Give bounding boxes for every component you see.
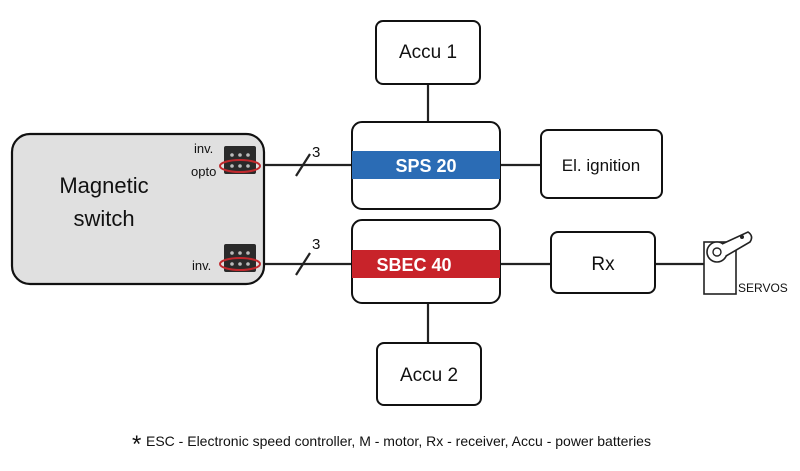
footnote-star: * [132,431,141,458]
accu1-node: Accu 1 [375,20,481,85]
pin-header-top-icon [219,146,261,174]
ignition-label: El. ignition [562,156,640,175]
ignition-node: El. ignition [540,129,663,199]
sps20-node: SPS 20 [351,121,501,210]
accu2-node: Accu 2 [376,342,482,406]
switch-label-line2: switch [73,206,134,231]
accu2-label: Accu 2 [400,365,458,386]
connector-bottom-inv-label: inv. [192,258,211,273]
pin-header-bottom-icon [219,244,261,272]
sbec40-band [352,250,500,278]
wires [258,84,704,343]
bus-slash-bottom [295,252,311,276]
rx-node: Rx [550,231,656,294]
servo-icon [703,231,753,295]
sps20-label: SPS 20 [395,156,456,176]
switch-label-line1: Magnetic [59,173,148,198]
wire-count-bottom: 3 [312,236,320,253]
sbec40-node: SBEC 40 [351,219,501,304]
servos-label: SERVOS [738,281,788,295]
connector-top-opto-label: opto [191,164,216,179]
footnote: * ESC - Electronic speed controller, M -… [132,431,651,458]
footnote-text: ESC - Electronic speed controller, M - m… [146,433,651,449]
sps20-band [352,151,500,179]
magnetic-switch-node: Magnetic switch inv. opto inv. [10,132,266,286]
connector-top-inv-label: inv. [194,141,213,156]
bus-slash-top [295,153,311,177]
rx-label: Rx [591,254,615,275]
accu1-label: Accu 1 [399,42,457,63]
wire-count-top: 3 [312,144,320,161]
sbec40-label: SBEC 40 [376,255,451,275]
